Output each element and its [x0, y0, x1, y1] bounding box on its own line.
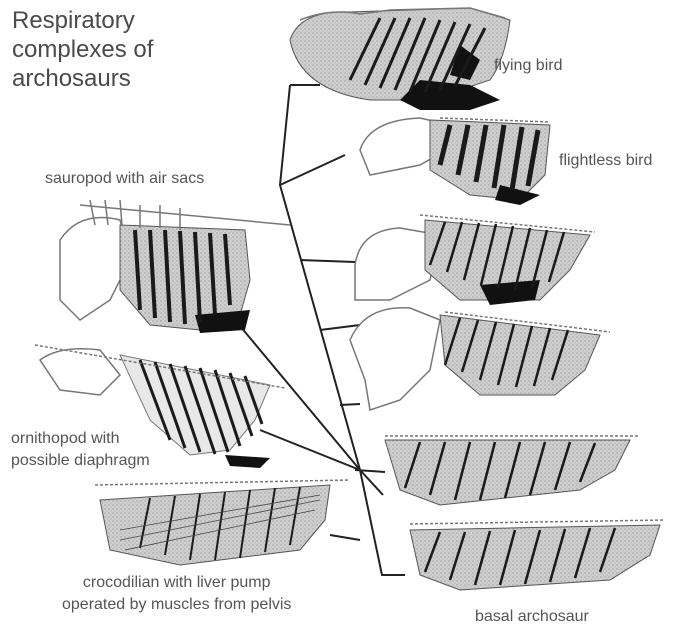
label-sauropod: sauropod with air sacs [45, 168, 204, 190]
flightless-bird-skeleton [360, 118, 550, 205]
transitional-archosaur-skeleton [355, 215, 595, 305]
label-flying-bird: flying bird [494, 55, 562, 77]
label-flightless-bird: flightless bird [559, 150, 652, 172]
basal-archosaur-skeleton [410, 520, 665, 590]
theropod-skeleton [350, 308, 610, 410]
crocodilian-skeleton [95, 480, 350, 565]
label-crocodilian: crocodilian with liver pump operated by … [62, 572, 291, 616]
pseudosuchian-skeleton [385, 436, 640, 505]
sauropod-skeleton [60, 200, 290, 333]
flying-bird-skeleton [290, 8, 510, 110]
label-ornithopod: ornithopod with possible diaphragm [11, 428, 150, 472]
label-basal-archosaur: basal archosaur [475, 606, 589, 628]
